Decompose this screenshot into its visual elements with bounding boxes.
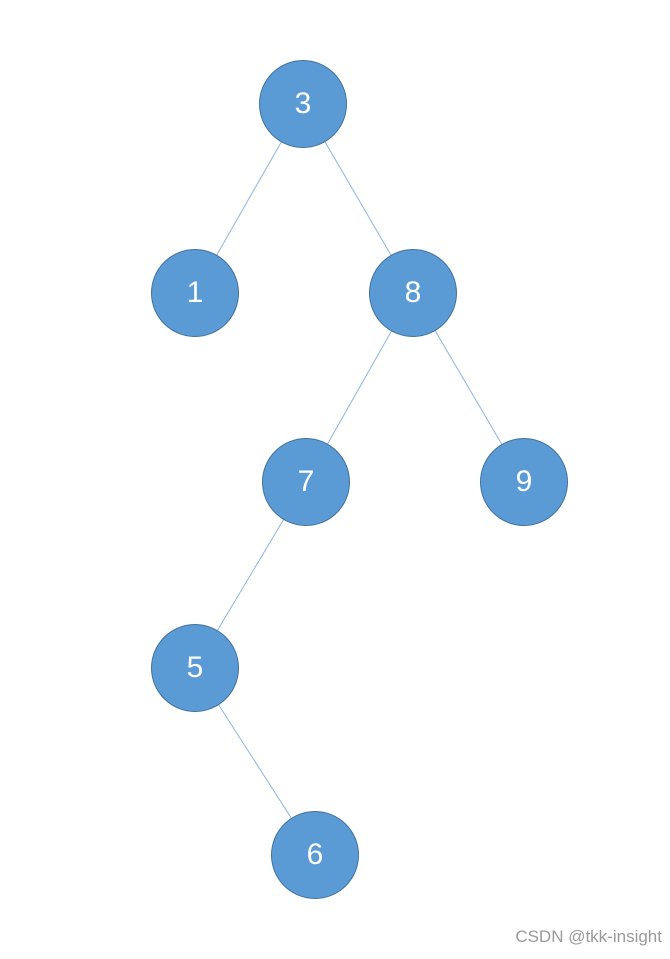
tree-node-8: 8 [369,249,457,337]
tree-node-6: 6 [271,811,359,899]
watermark-text: CSDN @tkk-insight [515,927,662,946]
tree-node-5: 5 [151,624,239,712]
tree-node-7: 7 [262,438,350,526]
tree-node-3: 3 [259,60,347,148]
tree-node-1: 1 [151,249,239,337]
tree-node-9: 9 [480,438,568,526]
